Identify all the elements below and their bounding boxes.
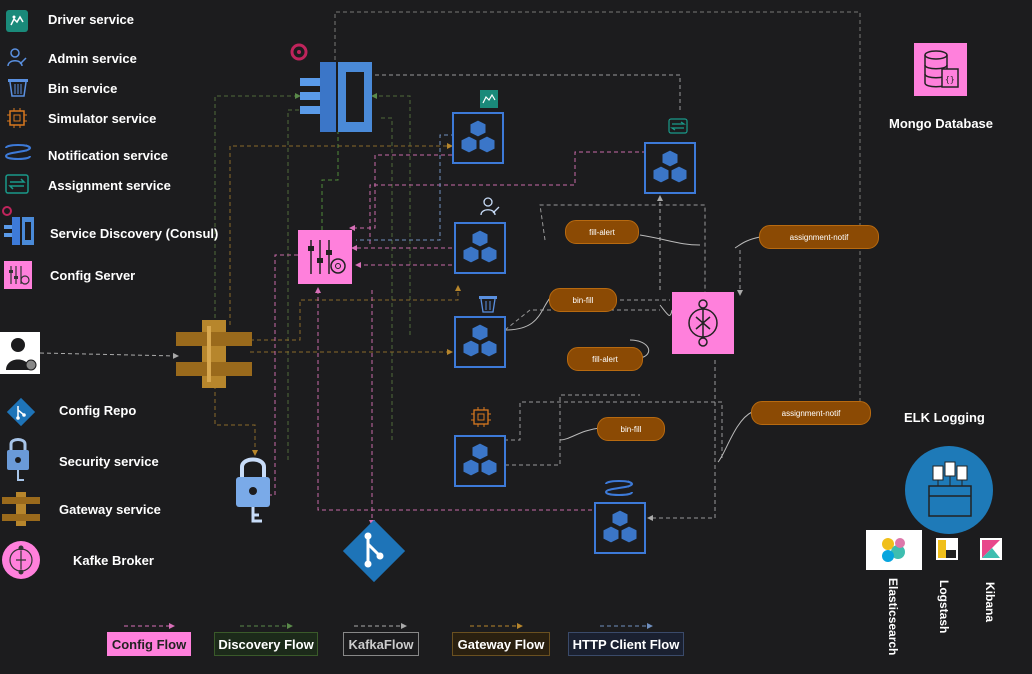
simulator-service-node xyxy=(454,435,506,487)
assignment-icon xyxy=(5,174,29,194)
mongo-database-label: Mongo Database xyxy=(889,116,994,131)
notification-icon xyxy=(4,142,32,164)
svg-text:{}: {} xyxy=(945,75,955,84)
legend-kafka-broker: Kafke Broker xyxy=(73,553,154,568)
topic-assignment-notif: assignment-notif xyxy=(759,225,879,249)
elk-logging-icon xyxy=(905,446,993,534)
security-node xyxy=(232,455,274,525)
gateway-node xyxy=(176,320,252,388)
bin-service-icon xyxy=(478,295,498,313)
admin-icon xyxy=(6,46,28,68)
elasticsearch-icon xyxy=(866,530,922,570)
topic-assignment-notif: assignment-notif xyxy=(751,401,871,425)
legend-gateway-flow: Gateway Flow xyxy=(452,632,550,656)
bin-service-node xyxy=(454,316,506,368)
legend-http-client-flow: HTTP Client Flow xyxy=(568,632,684,656)
notification-service-icon xyxy=(604,478,634,500)
legend-discovery-flow: Discovery Flow xyxy=(214,632,318,656)
elk-logging-label: ELK Logging xyxy=(904,410,985,425)
consul-service-discovery-node xyxy=(288,40,378,135)
logstash-label: Logstash xyxy=(937,580,951,634)
admin-service-icon xyxy=(480,196,500,216)
legend-notification-service: Notification service xyxy=(48,148,168,163)
trash-bin-icon xyxy=(6,77,30,97)
driver-service-icon xyxy=(480,90,498,108)
elasticsearch-label: Elasticsearch xyxy=(886,578,900,656)
legend-driver-service: Driver service xyxy=(48,12,135,27)
lock-icon xyxy=(4,436,32,482)
admin-service-node xyxy=(454,222,506,274)
config-server-icon xyxy=(4,261,32,289)
legend-kafka-flow: KafkaFlow xyxy=(343,632,419,656)
legend-gateway-service: Gateway service xyxy=(59,502,161,517)
git-repo-icon xyxy=(5,396,37,428)
legend-config-flow: Config Flow xyxy=(107,632,191,656)
topic-fill-alert: fill-alert xyxy=(567,347,643,371)
mongo-database-icon: {} xyxy=(914,43,967,96)
legend-simulator-service: Simulator service xyxy=(48,111,157,126)
legend-bin-service: Bin service xyxy=(48,81,118,96)
assignment-service-node xyxy=(644,142,696,194)
flow-legend-arrows xyxy=(124,623,653,629)
chip-icon xyxy=(6,107,28,129)
legend-security-service: Security service xyxy=(59,454,159,469)
legend-assignment-service: Assignment service xyxy=(48,178,171,193)
notification-service-node xyxy=(594,502,646,554)
topic-fill-alert: fill-alert xyxy=(565,220,639,244)
user-client-icon[interactable] xyxy=(0,332,40,374)
driver-service-node xyxy=(452,112,504,164)
kibana-label: Kibana xyxy=(983,582,997,623)
logstash-icon xyxy=(936,538,958,560)
consul-icon xyxy=(2,205,38,249)
driver-icon xyxy=(6,10,28,32)
kafka-broker-node xyxy=(672,292,734,354)
legend-config-repo: Config Repo xyxy=(59,403,137,418)
simulator-service-icon xyxy=(470,406,492,428)
legend-admin-service: Admin service xyxy=(48,51,137,66)
topic-bin-fill: bin-fill xyxy=(597,417,665,441)
legend-service-discovery: Service Discovery (Consul) xyxy=(50,226,219,241)
legend-config-server: Config Server xyxy=(50,268,136,283)
gateway-icon xyxy=(2,492,40,526)
topic-bin-fill: bin-fill xyxy=(549,288,617,312)
git-config-repo-node xyxy=(334,518,414,584)
kibana-icon xyxy=(980,538,1002,560)
config-server-node xyxy=(298,230,352,284)
assignment-service-icon xyxy=(668,118,688,134)
kafka-icon xyxy=(2,541,40,579)
